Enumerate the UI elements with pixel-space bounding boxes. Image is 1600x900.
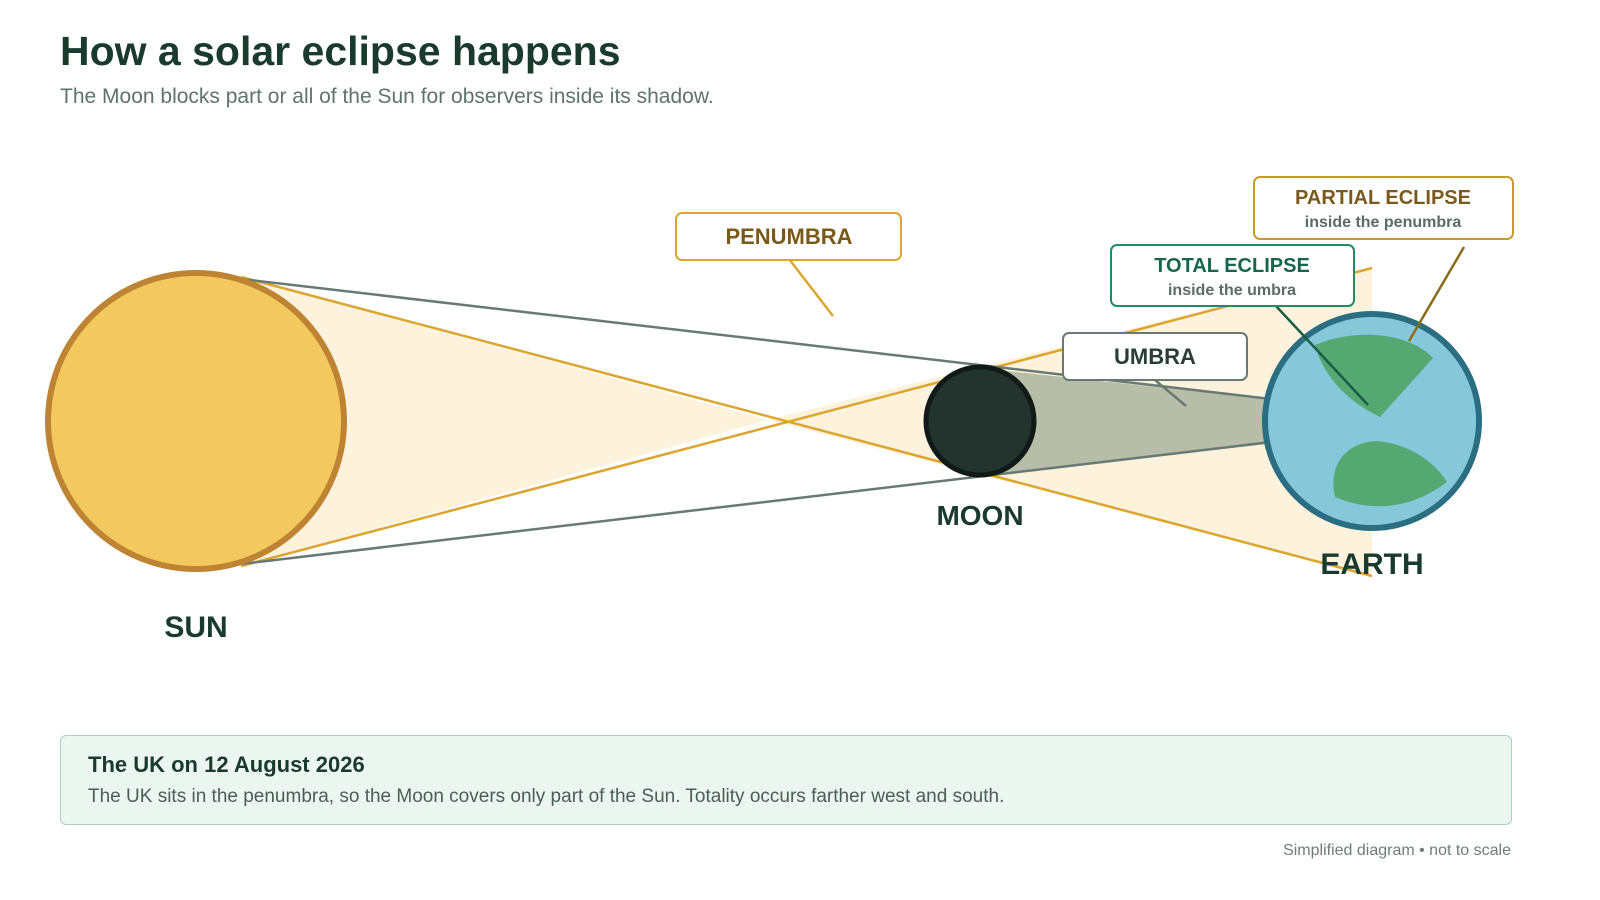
total-callout-leader xyxy=(1275,305,1369,406)
partial-callout-sub: inside the penumbra xyxy=(1305,214,1462,231)
penumbra-callout-title: PENUMBRA xyxy=(725,224,852,249)
eclipse-diagram: SUN MOON EARTH PENUMBRA UMBRA TOTAL ECLI… xyxy=(45,176,1514,644)
earth-land-north xyxy=(1315,334,1433,417)
partial-callout-title: PARTIAL ECLIPSE xyxy=(1295,187,1471,209)
page-title: How a solar eclipse happens xyxy=(60,28,621,74)
uk-info-box: The UK on 12 August 2026 The UK sits in … xyxy=(60,735,1512,825)
moon-circle xyxy=(923,364,1037,478)
penumbra-cone-left xyxy=(241,277,768,566)
sun-label: SUN xyxy=(164,611,227,644)
umbra-callout-title: UMBRA xyxy=(1114,344,1196,369)
umbra-callout-leader xyxy=(1154,379,1187,407)
penumbra-line-upper xyxy=(240,266,1373,568)
page-subtitle: The Moon blocks part or all of the Sun f… xyxy=(60,85,714,108)
sun-circle xyxy=(45,270,347,572)
penumbra-line-lower xyxy=(240,275,1373,578)
umbra-line-lower xyxy=(240,439,1281,566)
earth-land-south xyxy=(1333,441,1447,507)
uk-info-title: The UK on 12 August 2026 xyxy=(88,752,365,777)
total-callout-sub: inside the umbra xyxy=(1168,282,1296,299)
partial-callout-box xyxy=(1253,176,1514,240)
penumbra-callout-box xyxy=(675,212,902,261)
earth-label: EARTH xyxy=(1320,548,1423,581)
umbra-callout-box xyxy=(1062,332,1248,381)
moon-label: MOON xyxy=(936,500,1023,531)
partial-callout-leader xyxy=(1407,246,1466,342)
penumbra-callout-leader xyxy=(788,258,834,317)
footnote: Simplified diagram • not to scale xyxy=(1283,842,1511,859)
total-callout-box xyxy=(1110,244,1355,307)
uk-info-text: The UK sits in the penumbra, so the Moon… xyxy=(88,786,1005,807)
total-callout-title: TOTAL ECLIPSE xyxy=(1154,255,1310,277)
